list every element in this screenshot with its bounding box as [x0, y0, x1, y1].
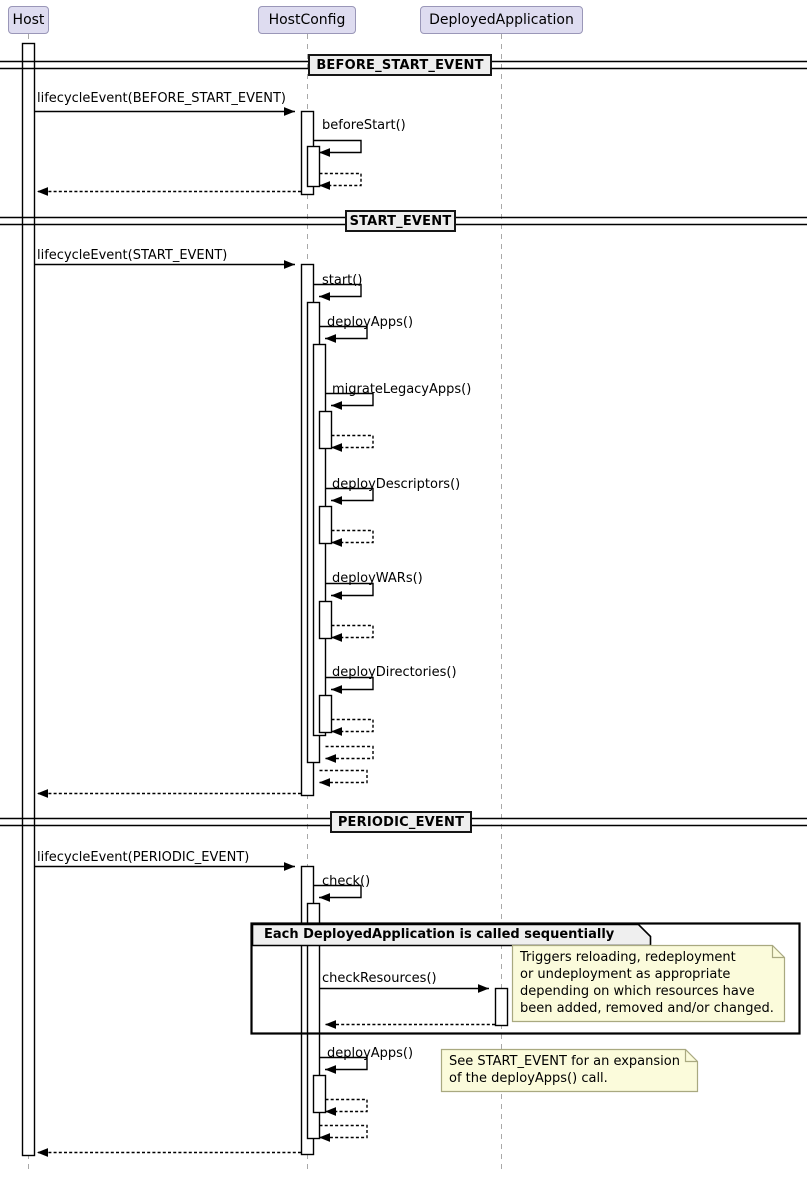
message-arrow-m3	[319, 172, 362, 190]
message-arrow-m14	[325, 676, 374, 694]
activation-hostconfig-3-n2	[312, 1074, 327, 1114]
divider-before-start-event-label: BEFORE_START_EVENT	[316, 57, 484, 73]
divider-periodic-event-label: PERIODIC_EVENT	[337, 814, 465, 830]
message-arrow-m12	[325, 582, 374, 600]
activation-hostconfig-2-n5	[318, 600, 333, 640]
note-checkresources-shape	[511, 944, 786, 1023]
message-arrow-m8	[325, 392, 374, 410]
message-label-m19: check()	[322, 874, 371, 889]
message-arrow-m6	[313, 283, 362, 301]
messages	[34, 107, 495, 1157]
participant-deployedapplication[interactable]: DeployedApplication	[420, 6, 583, 34]
message-label-m1: lifecycleEvent(BEFORE_START_EVENT)	[37, 91, 286, 106]
message-label-m7: deployApps()	[327, 315, 414, 330]
participant-deployedapplication-label: DeployedApplication	[429, 12, 574, 28]
note-text-deployapps: See START_EVENT for an expansion of the …	[449, 1054, 680, 1086]
message-label-m8: migrateLegacyApps()	[332, 382, 472, 397]
message-arrow-m11	[331, 529, 374, 547]
message-arrow-m13	[331, 624, 374, 642]
divider-rules	[0, 60, 807, 827]
message-arrow-m2	[313, 139, 362, 157]
group-frame-sequential	[250, 922, 801, 1035]
message-arrow-m19	[313, 884, 362, 902]
participant-hostconfig[interactable]: HostConfig	[258, 6, 356, 34]
message-arrow-m16b	[319, 769, 368, 787]
group-frame-outline	[250, 922, 801, 1035]
message-arrow-m24	[319, 1124, 368, 1142]
activation-hostconfig-2-n6	[318, 694, 333, 734]
note-fold-2	[684, 1049, 698, 1063]
participant-host-label: Host	[12, 12, 45, 28]
message-arrow-m15	[331, 718, 374, 736]
activation-deployedapplication	[494, 987, 509, 1027]
lifelines	[28, 34, 502, 1172]
message-label-m10: deployDescriptors()	[332, 477, 461, 492]
message-label-m5: lifecycleEvent(START_EVENT)	[37, 248, 228, 263]
participant-host[interactable]: Host	[8, 6, 49, 34]
group-frame-tab	[251, 923, 652, 947]
note-fold-1	[771, 945, 785, 959]
participant-hostconfig-label: HostConfig	[268, 12, 346, 28]
activation-hostconfig-2-n4	[318, 505, 333, 545]
divider-start-event: START_EVENT	[345, 210, 456, 232]
divider-start-event-label: START_EVENT	[349, 213, 452, 229]
message-label-m12: deployWARs()	[332, 571, 423, 586]
message-arrow-m16	[325, 745, 374, 763]
activation-hostconfig-1-nested	[306, 145, 321, 188]
message-arrow-m22	[319, 1056, 368, 1074]
message-label-m6: start()	[322, 273, 363, 288]
message-arrow-m9	[331, 434, 374, 452]
message-label-m20: checkResources()	[322, 971, 437, 986]
message-arrow-m7	[319, 325, 368, 343]
note-body-1	[511, 944, 786, 1023]
group-label-sequential: Each DeployedApplication is called seque…	[264, 927, 615, 942]
message-label-m18: lifecycleEvent(PERIODIC_EVENT)	[37, 850, 250, 865]
divider-periodic-event: PERIODIC_EVENT	[330, 811, 472, 833]
activation-host	[21, 42, 36, 1157]
message-label-m14: deployDirectories()	[332, 665, 457, 680]
message-arrow-m10	[325, 487, 374, 505]
message-label-m2: beforeStart()	[322, 118, 406, 133]
note-body-2	[440, 1048, 699, 1093]
note-text-checkresources: Triggers reloading, redeployment or unde…	[520, 950, 774, 1016]
note-deployapps-shape	[440, 1048, 699, 1093]
divider-before-start-event: BEFORE_START_EVENT	[308, 54, 492, 76]
message-label-m22: deployApps()	[327, 1046, 414, 1061]
activation-hostconfig-2-n3	[318, 410, 333, 450]
message-arrow-m23	[325, 1098, 368, 1116]
